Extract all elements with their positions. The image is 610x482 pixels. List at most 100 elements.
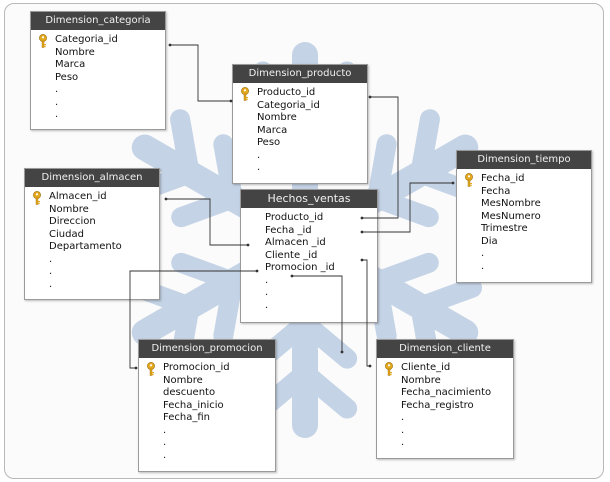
field-name: . bbox=[401, 437, 405, 448]
relationship-endpoint bbox=[246, 243, 250, 247]
snowflake-stroke bbox=[213, 134, 243, 209]
field-ellipsis: . bbox=[265, 300, 377, 313]
field-ellipsis: . bbox=[49, 279, 159, 292]
field-name: Fecha _id bbox=[265, 224, 312, 236]
table-title: Dimension_promocion bbox=[139, 340, 275, 358]
snowflake-stroke bbox=[367, 188, 439, 228]
field-row: Cliente _id bbox=[265, 250, 377, 263]
field-name: Nombre bbox=[401, 374, 441, 386]
field-name: . bbox=[257, 149, 261, 161]
field-row: Departamento bbox=[49, 241, 159, 254]
field-name: Ciudad bbox=[49, 228, 84, 240]
field-name: . bbox=[265, 274, 269, 286]
primary-key-field: Almacen_id bbox=[33, 191, 159, 205]
field-name: . bbox=[481, 260, 485, 272]
field-row: Promocion _id bbox=[265, 262, 377, 275]
field-ellipsis: . bbox=[55, 84, 165, 97]
key-icon bbox=[465, 173, 473, 187]
field-name: Producto_id bbox=[257, 87, 316, 98]
field-name: Nombre bbox=[55, 46, 95, 58]
field-row: Dia bbox=[481, 236, 591, 249]
table-title: Hechos_ventas bbox=[241, 190, 377, 208]
field-ellipsis: . bbox=[401, 425, 513, 438]
field-row: Ciudad bbox=[49, 229, 159, 242]
field-name: Producto_id bbox=[265, 212, 324, 223]
field-name: Almacen _id bbox=[265, 237, 326, 248]
field-name: . bbox=[49, 266, 53, 277]
snowflake-stroke bbox=[171, 252, 243, 292]
field-name: . bbox=[55, 96, 59, 108]
field-ellipsis: . bbox=[163, 425, 275, 438]
field-name: . bbox=[163, 437, 167, 448]
relationship-line bbox=[170, 44, 231, 102]
field-ellipsis: . bbox=[163, 450, 275, 463]
field-row: Nombre bbox=[257, 112, 367, 125]
field-ellipsis: . bbox=[401, 437, 513, 450]
field-row: Producto_id bbox=[265, 212, 377, 225]
relationship-endpoint bbox=[168, 43, 172, 47]
field-ellipsis: . bbox=[257, 150, 367, 163]
field-row: Marca bbox=[55, 59, 165, 72]
field-ellipsis: . bbox=[49, 266, 159, 279]
field-row: Trimestre bbox=[481, 223, 591, 236]
primary-key-field: Promocion_id bbox=[147, 362, 275, 376]
relationship-line bbox=[129, 270, 257, 369]
field-name: . bbox=[49, 278, 53, 290]
field-name: Fecha_id bbox=[481, 173, 525, 184]
field-row: Direccion bbox=[49, 216, 159, 229]
field-name: . bbox=[265, 299, 269, 311]
field-row: Almacen _id bbox=[265, 237, 377, 250]
field-row: Marca bbox=[257, 125, 367, 138]
field-name: Fecha bbox=[481, 185, 511, 197]
field-name: MesNumero bbox=[481, 210, 541, 222]
relationship-endpoint bbox=[360, 258, 364, 262]
field-row: Categoria_id bbox=[257, 100, 367, 113]
field-name: . bbox=[49, 253, 53, 265]
primary-key-field: Fecha_id bbox=[465, 173, 591, 187]
field-row: Nombre bbox=[401, 375, 513, 388]
field-name: Peso bbox=[55, 71, 79, 83]
key-icon bbox=[33, 191, 41, 205]
field-row: Fecha_registro bbox=[401, 400, 513, 413]
field-name: . bbox=[401, 424, 405, 436]
field-row: MesNombre bbox=[481, 198, 591, 211]
field-ellipsis: . bbox=[481, 248, 591, 261]
field-row: Nombre bbox=[55, 47, 165, 60]
relationship-endpoint bbox=[368, 95, 372, 99]
field-name: Fecha_fin bbox=[163, 412, 210, 423]
field-name: Categoria_id bbox=[257, 99, 320, 111]
key-icon bbox=[385, 362, 393, 376]
field-row: Peso bbox=[55, 72, 165, 85]
primary-key-field: Categoria_id bbox=[39, 34, 165, 48]
field-ellipsis: . bbox=[257, 162, 367, 175]
field-row: Fecha bbox=[481, 186, 591, 199]
relationship-line bbox=[166, 198, 248, 246]
field-row: Peso bbox=[257, 137, 367, 150]
table-title: Dimension_tiempo bbox=[457, 151, 591, 169]
field-name: Nombre bbox=[49, 203, 89, 215]
relationship-line bbox=[362, 96, 399, 219]
relationship-endpoint bbox=[451, 181, 455, 185]
field-row: MesNumero bbox=[481, 211, 591, 224]
field-name: Marca bbox=[55, 59, 86, 70]
field-name: Fecha_inicio bbox=[163, 399, 224, 411]
field-row: Fecha_fin bbox=[163, 412, 275, 425]
field-row: Nombre bbox=[163, 375, 275, 388]
field-name: . bbox=[257, 162, 261, 173]
relationship-line bbox=[362, 182, 453, 233]
field-name: . bbox=[265, 287, 269, 298]
field-ellipsis: . bbox=[163, 437, 275, 450]
field-name: MesNombre bbox=[481, 198, 541, 209]
